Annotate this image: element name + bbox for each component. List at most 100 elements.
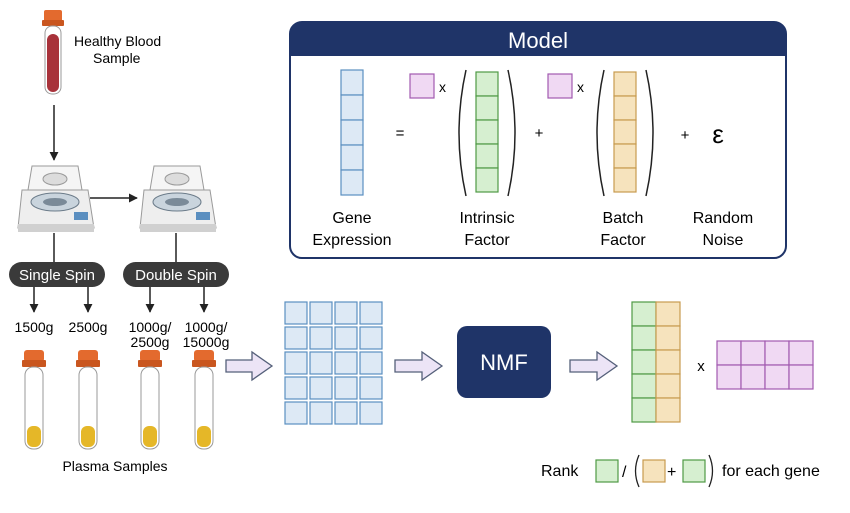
epsilon-symbol: ε — [712, 119, 724, 149]
matrix-cell — [334, 376, 358, 400]
matrix-cell — [334, 401, 358, 425]
left-bracket — [596, 69, 605, 197]
equals-sign: = — [396, 125, 405, 142]
right-bracket — [645, 69, 654, 197]
vector-cell — [475, 95, 499, 121]
matrix-cell — [309, 301, 333, 325]
matrix-cell — [359, 401, 383, 425]
vector-cell — [613, 119, 637, 145]
matrix-cell — [284, 401, 308, 425]
matrix-cell — [284, 301, 308, 325]
matrix-cell — [631, 301, 657, 327]
rank-suffix: for each gene — [722, 463, 820, 480]
batch-factor-vector — [613, 71, 637, 193]
speed-label: 1000g/ — [129, 319, 172, 335]
vector-cell — [613, 95, 637, 121]
svg-text:Double Spin: Double Spin — [135, 267, 217, 284]
matrix-cell — [309, 326, 333, 350]
vector-cell — [613, 71, 637, 97]
speed-label: 15000g — [183, 334, 230, 350]
matrix-cell — [631, 325, 657, 351]
matrix-cell — [631, 397, 657, 423]
plus-sign: + — [681, 127, 690, 144]
nmf-label: NMF — [480, 350, 528, 375]
rank-prefix: Rank — [541, 463, 579, 480]
matrix-cell — [655, 397, 681, 423]
vector-cell — [613, 167, 637, 193]
speed-label: 2500g — [131, 334, 170, 350]
matrix-cell — [788, 364, 814, 390]
matrix-cell — [359, 376, 383, 400]
matrix-cell — [631, 349, 657, 375]
left-bracket — [634, 454, 640, 488]
matrix-cell — [359, 301, 383, 325]
vector-cell — [340, 119, 364, 146]
intrinsic-cell — [595, 459, 619, 483]
factor-matrix — [631, 301, 681, 423]
svg-text:Single Spin: Single Spin — [19, 267, 95, 284]
term-label: Factor — [464, 232, 510, 249]
weight-matrix — [716, 340, 814, 390]
matrix-cell — [655, 373, 681, 399]
matrix-cell — [655, 349, 681, 375]
term-label: Intrinsic — [459, 210, 514, 227]
matrix-cell — [716, 364, 742, 390]
plasma-tube-icon — [22, 350, 46, 450]
times-sign: x — [577, 79, 584, 95]
times-sign: x — [439, 79, 446, 95]
vector-cell — [475, 143, 499, 169]
arrow-icon — [569, 350, 619, 382]
matrix-cell — [284, 351, 308, 375]
right-bracket — [708, 454, 714, 488]
plasma-tube-icon — [192, 350, 216, 450]
batch-cell — [642, 459, 666, 483]
slash-sign: / — [622, 464, 627, 481]
vector-cell — [475, 71, 499, 97]
vector-cell — [475, 167, 499, 193]
matrix-cell — [334, 351, 358, 375]
intrinsic-factor-vector — [475, 71, 499, 193]
matrix-cell — [359, 351, 383, 375]
term-label: Gene — [332, 210, 371, 227]
matrix-cell — [655, 325, 681, 351]
matrix-cell — [631, 373, 657, 399]
speed-label: 1500g — [15, 319, 54, 335]
arrow-icon — [394, 350, 444, 382]
vector-cell — [613, 143, 637, 169]
batch-weight-cell — [547, 73, 573, 99]
sample-label-line1: Healthy Blood — [74, 33, 161, 49]
matrix-cell — [309, 401, 333, 425]
term-label: Expression — [312, 232, 391, 249]
speed-label: 1000g/ — [185, 319, 228, 335]
vector-cell — [340, 169, 364, 196]
nmf-box: NMF — [457, 326, 551, 398]
term-label: Factor — [600, 232, 646, 249]
matrix-cell — [740, 340, 766, 366]
matrix-cell — [284, 326, 308, 350]
matrix-cell — [309, 376, 333, 400]
rank-formula: Rank / + for each gene — [541, 454, 820, 488]
intrinsic-weight-cell — [409, 73, 435, 99]
expression-matrix — [284, 301, 383, 425]
matrix-cell — [334, 301, 358, 325]
single-spin-badge: Single Spin — [9, 262, 105, 287]
plus-sign: + — [535, 125, 544, 142]
vector-cell — [340, 144, 364, 171]
intrinsic-cell — [682, 459, 706, 483]
plasma-samples-label: Plasma Samples — [62, 458, 167, 474]
matrix-cell — [740, 364, 766, 390]
matrix-cell — [359, 326, 383, 350]
gene-expression-vector — [340, 69, 364, 196]
blood-tube-icon — [42, 10, 64, 95]
matrix-cell — [764, 364, 790, 390]
term-label: Noise — [703, 232, 744, 249]
matrix-cell — [284, 376, 308, 400]
vector-cell — [340, 69, 364, 96]
matrix-cell — [309, 351, 333, 375]
arrow-icon — [225, 350, 274, 382]
left-bracket — [458, 69, 467, 197]
matrix-cell — [764, 340, 790, 366]
matrix-cell — [716, 340, 742, 366]
plasma-tube-icon — [76, 350, 100, 450]
